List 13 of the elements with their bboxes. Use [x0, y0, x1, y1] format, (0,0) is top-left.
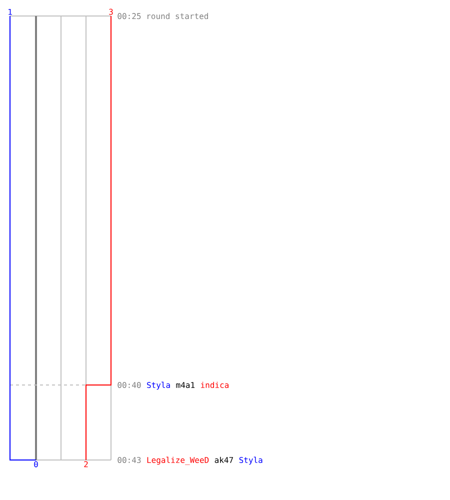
player-name: indica: [200, 382, 228, 388]
timestamp: 00:40: [118, 382, 141, 388]
player-name: Styla: [239, 456, 262, 465]
player-name: Legalize_WeeD: [147, 456, 209, 465]
player-name: Styla: [147, 382, 170, 390]
weapon-name: ak47: [214, 456, 233, 464]
track-number: 2: [84, 461, 88, 468]
track-number: 3: [109, 8, 113, 15]
track-number: 1: [8, 8, 12, 15]
track-number: 0: [34, 461, 38, 468]
event-text: 00:25 round started: [118, 12, 208, 20]
weapon-name: m4a1: [176, 382, 195, 388]
timestamp: 00:43: [118, 456, 141, 464]
